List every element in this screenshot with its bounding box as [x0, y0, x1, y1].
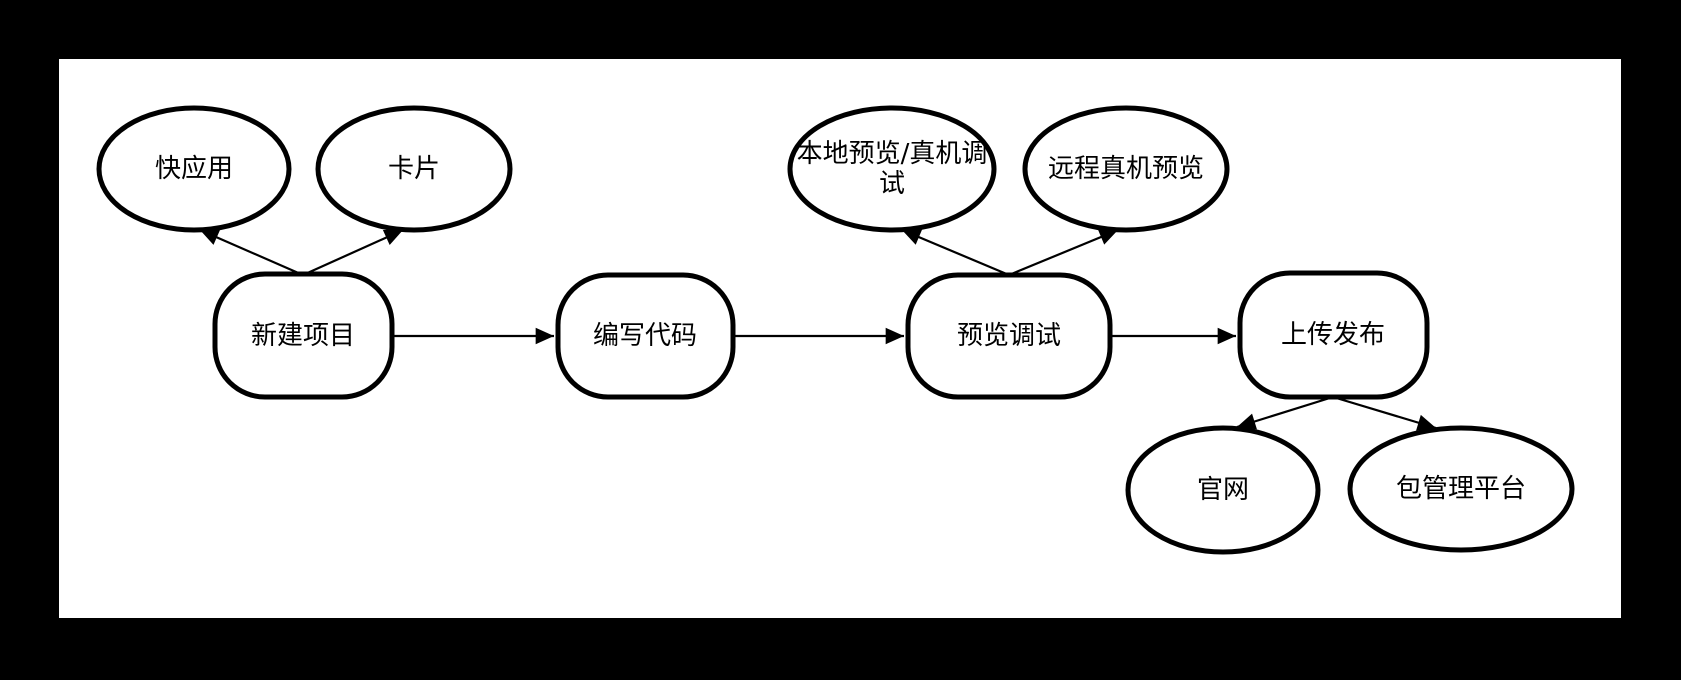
diagram-canvas: 快应用 卡片 新建项目 编写代码 预览调试 上传发布 本地预览/真机调 试	[59, 59, 1621, 618]
edge-preview-debug-to-local-preview	[901, 228, 1010, 277]
official-site-ellipse	[1125, 425, 1321, 555]
edges	[199, 228, 1437, 431]
edge-upload-publish-to-package-platform	[1332, 395, 1437, 431]
flowchart-svg: 快应用 卡片 新建项目 编写代码 预览调试 上传发布 本地预览/真机调 试	[96, 105, 1575, 555]
remote-preview-ellipse	[1022, 105, 1230, 233]
local-preview-ellipse	[787, 105, 997, 233]
node-quick-app: 快应用	[96, 105, 292, 233]
card-label: 卡片	[388, 154, 440, 184]
edge-preview-debug-to-remote-preview	[1008, 228, 1119, 277]
node-preview-debug: 预览调试	[905, 272, 1113, 400]
package-platform-ellipse	[1347, 425, 1575, 553]
preview-debug-label: 预览调试	[957, 321, 1061, 351]
package-platform-label: 包管理平台	[1396, 474, 1526, 504]
write-code-rect	[555, 272, 736, 400]
local-preview-label-line2: 试	[879, 169, 905, 199]
write-code-label: 编写代码	[593, 321, 697, 351]
edge-new-project-to-quick-app	[199, 228, 304, 277]
card-ellipse	[315, 105, 513, 233]
node-card: 卡片	[315, 105, 513, 233]
node-write-code: 编写代码	[555, 272, 736, 400]
node-package-platform: 包管理平台	[1347, 425, 1575, 553]
quick-app-ellipse	[96, 105, 292, 233]
node-upload-publish: 上传发布	[1237, 270, 1430, 400]
edge-upload-publish-to-official-site	[1236, 395, 1334, 430]
remote-preview-label: 远程真机预览	[1048, 154, 1204, 184]
local-preview-label-line1: 本地预览/真机调	[797, 139, 988, 169]
node-new-project: 新建项目	[212, 271, 395, 400]
upload-publish-rect	[1237, 270, 1430, 400]
official-site-label: 官网	[1197, 475, 1249, 505]
edge-new-project-to-card	[302, 228, 404, 277]
new-project-rect	[212, 271, 395, 400]
node-remote-preview: 远程真机预览	[1022, 105, 1230, 233]
upload-publish-label: 上传发布	[1281, 320, 1385, 350]
quick-app-label: 快应用	[155, 154, 233, 184]
preview-debug-rect	[905, 272, 1113, 400]
node-official-site: 官网	[1125, 425, 1321, 555]
node-local-preview: 本地预览/真机调 试	[787, 105, 997, 233]
new-project-label: 新建项目	[251, 321, 355, 351]
